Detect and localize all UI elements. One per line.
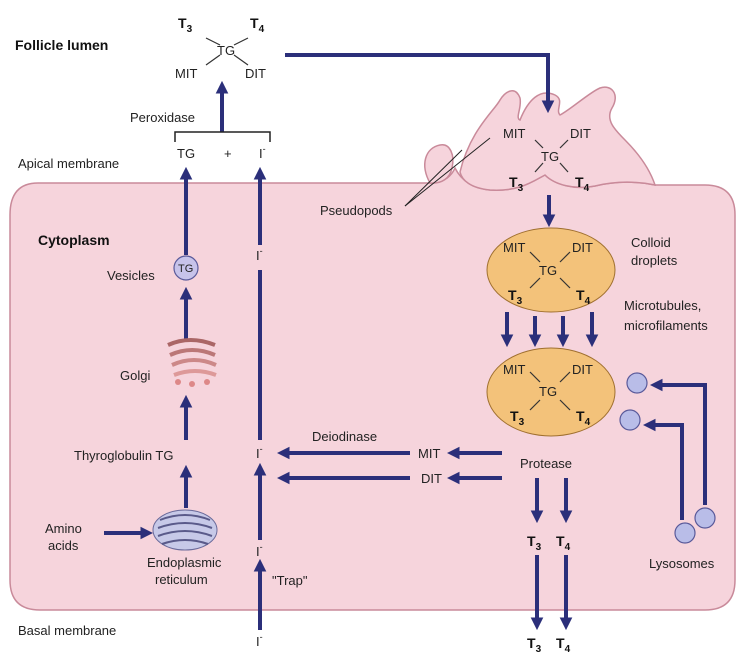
- vesicle: [173, 255, 199, 281]
- apical-plus-label: +: [224, 146, 232, 161]
- protease-label: Protease: [520, 456, 572, 471]
- lumen-t4-label: T4: [250, 15, 265, 35]
- protease-t3-label: T3: [527, 533, 542, 553]
- lumen-mit-label: MIT: [175, 66, 197, 81]
- droplet2-t4: T4: [576, 408, 591, 428]
- pseudopods-label: Pseudopods: [320, 203, 393, 218]
- lumen-t3-label: T3: [178, 15, 193, 35]
- peroxidase-label: Peroxidase: [130, 110, 195, 125]
- pseudopod-t3-label: T3: [509, 174, 524, 194]
- er-label-2: reticulum: [155, 572, 208, 587]
- pseudopod-t4-label: T4: [575, 174, 590, 194]
- droplet2-mit: MIT: [503, 362, 525, 377]
- pseudopod-pointer-1: [404, 149, 463, 207]
- lysosome-3: [674, 522, 696, 544]
- lumen-dit-label: DIT: [245, 66, 266, 81]
- colloid-label-1: Colloid: [631, 235, 671, 250]
- golgi-apparatus: [167, 338, 217, 387]
- iodide-4: I-: [256, 632, 263, 649]
- droplet1-dit: DIT: [572, 240, 593, 255]
- mit-label: MIT: [418, 446, 440, 461]
- iodide-2: I-: [256, 444, 263, 461]
- amino-acids-label-2: acids: [48, 538, 79, 553]
- droplet2-dit: DIT: [572, 362, 593, 377]
- droplet2-tg-molecule: TG MIT DIT T3 T4: [503, 362, 593, 428]
- lysosome-2: [619, 409, 641, 431]
- droplet1-mit: MIT: [503, 240, 525, 255]
- lumen-tg-molecule: TG T3 T4 MIT DIT: [175, 15, 266, 81]
- basal-membrane-label: Basal membrane: [18, 623, 116, 638]
- protease-t4-label: T4: [556, 533, 571, 553]
- pseudopod-mit-label: MIT: [503, 126, 525, 141]
- micro-label-2: microfilaments: [624, 318, 708, 333]
- apical-iodide-label: I-: [259, 144, 266, 161]
- follicle-lumen-label: Follicle lumen: [15, 37, 108, 53]
- thyroglobulin-label: Thyroglobulin TG: [74, 448, 173, 463]
- droplet1-t3: T3: [508, 287, 523, 307]
- trap-label: "Trap": [272, 573, 308, 588]
- peroxidase-bracket: [174, 131, 271, 142]
- pseudopod-tg-molecule: TG MIT DIT T3 T4: [503, 126, 591, 194]
- apical-tg-label: TG: [177, 146, 195, 161]
- iodide-1: I-: [256, 246, 263, 263]
- vesicles-label: Vesicles: [107, 268, 155, 283]
- dit-label: DIT: [421, 471, 442, 486]
- droplet1-tg: TG: [539, 263, 557, 278]
- pseudopod-dit-label: DIT: [570, 126, 591, 141]
- lysosomes-label: Lysosomes: [649, 556, 715, 571]
- iodide-3: I-: [256, 542, 263, 559]
- cytoplasm-label: Cytoplasm: [38, 232, 110, 248]
- amino-acids-label-1: Amino: [45, 521, 82, 536]
- basal-t3-label: T3: [527, 635, 542, 655]
- apical-membrane-label: Apical membrane: [18, 156, 119, 171]
- cell-body: [9, 166, 736, 611]
- micro-label-1: Microtubules,: [624, 298, 701, 313]
- pseudopod-apical: [459, 86, 657, 191]
- er-label-1: Endoplasmic: [147, 555, 222, 570]
- colloid-droplet-lower: [486, 347, 616, 437]
- endoplasmic-reticulum: [152, 509, 218, 551]
- lumen-tg-label: TG: [217, 43, 235, 58]
- pseudopod-tg-label: TG: [541, 149, 559, 164]
- deiodinase-label: Deiodinase: [312, 429, 377, 444]
- droplet2-t3: T3: [510, 408, 525, 428]
- droplet1-t4: T4: [576, 287, 591, 307]
- golgi-label: Golgi: [120, 368, 150, 383]
- colloid-label-2: droplets: [631, 253, 678, 268]
- droplet1-tg-molecule: TG MIT DIT T3 T4: [503, 240, 593, 307]
- lysosome-1: [626, 372, 648, 394]
- droplet2-tg: TG: [539, 384, 557, 399]
- colloid-droplet-upper: [486, 227, 616, 313]
- pseudopod-pointer-2: [404, 137, 491, 207]
- basal-t4-label: T4: [556, 635, 571, 655]
- vesicle-tg-label: TG: [178, 263, 193, 275]
- lysosome-4: [694, 507, 716, 529]
